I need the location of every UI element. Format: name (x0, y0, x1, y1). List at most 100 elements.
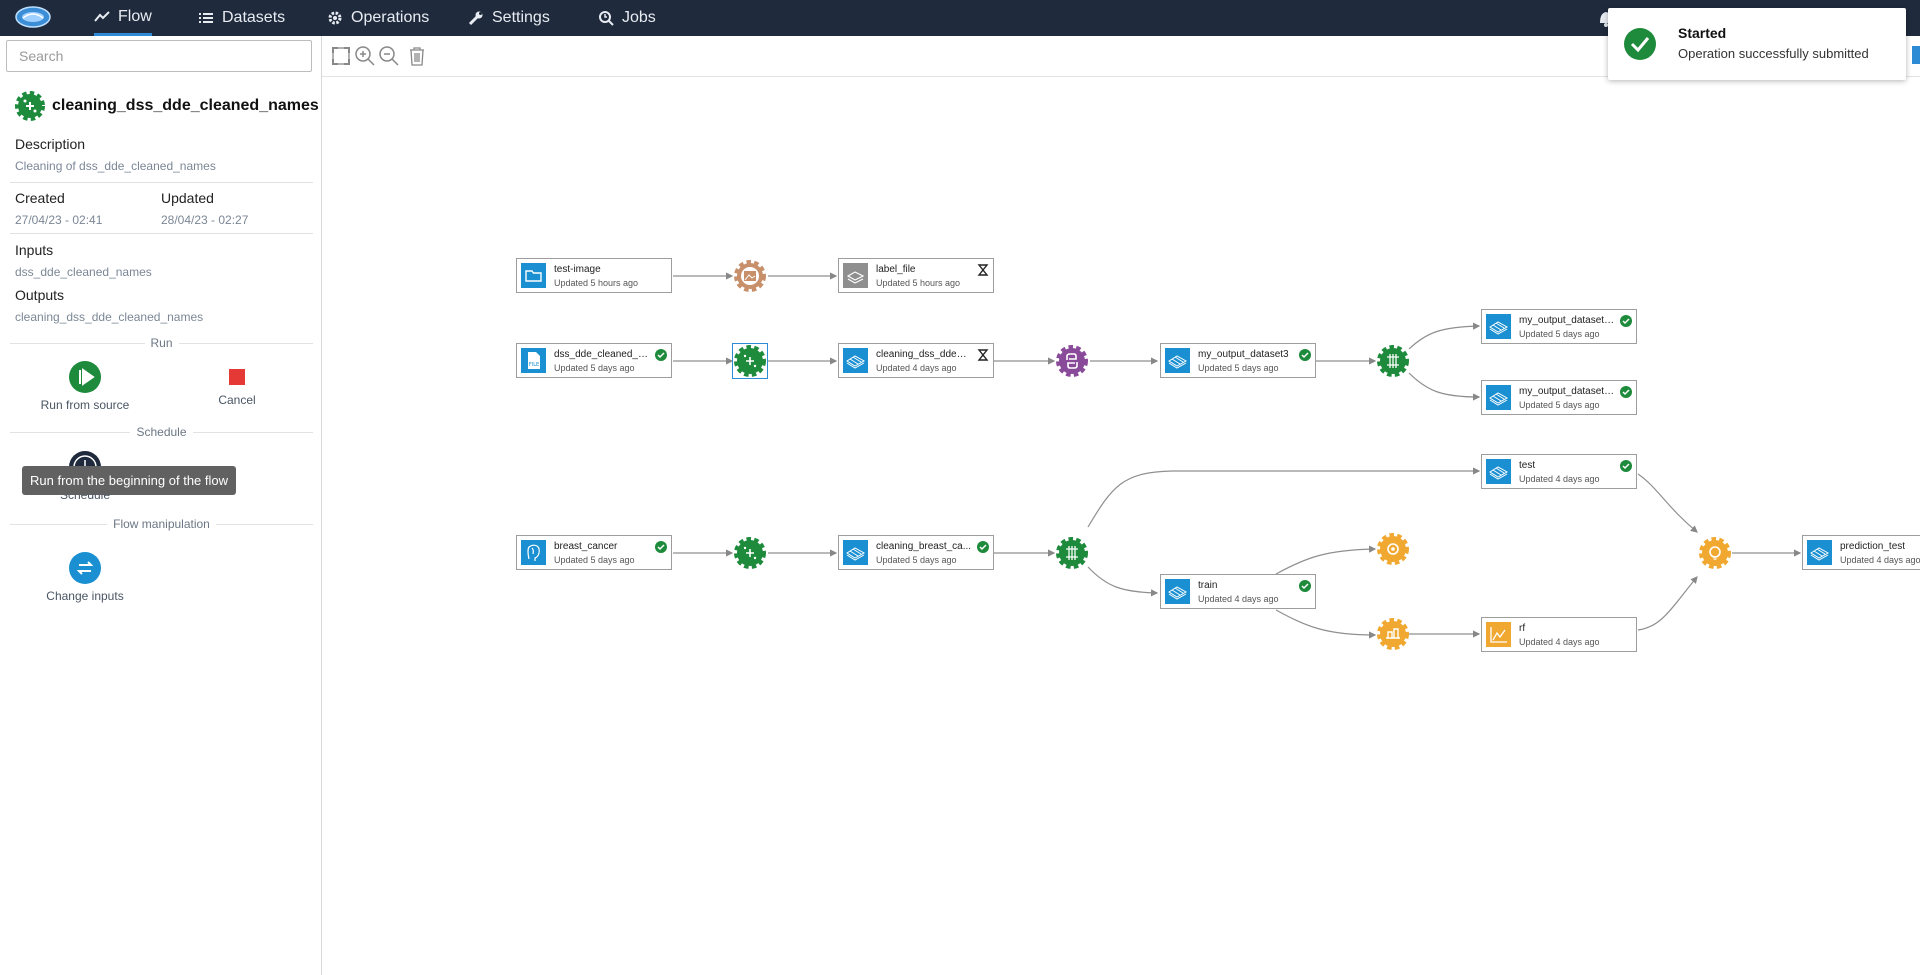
dataset-node-my-output-dataset3-a[interactable]: my_output_dataset3... Updated 5 days ago (1481, 309, 1637, 344)
file-icon: FILE (521, 348, 546, 373)
node-updated: Updated 4 days ago (1519, 637, 1600, 647)
split-operation-gear-icon[interactable] (1054, 535, 1090, 571)
dataset-node-my-output-dataset3[interactable]: my_output_dataset3 Updated 5 days ago (1160, 343, 1316, 378)
tab-flow[interactable]: Flow (94, 0, 152, 36)
tab-jobs-label: Jobs (622, 9, 656, 27)
tab-operations-label: Operations (351, 9, 429, 27)
side-panel-toggle[interactable] (1912, 46, 1920, 64)
cleaning-operation-gear-icon[interactable] (732, 535, 768, 571)
node-name: train (1198, 580, 1294, 591)
trash-icon[interactable] (406, 45, 428, 67)
edge (1409, 373, 1479, 397)
play-icon (68, 360, 102, 394)
change-inputs-label: Change inputs (46, 589, 123, 603)
dataset-icon (843, 540, 868, 565)
dataset-node-label-file[interactable]: label_file Updated 5 hours ago (838, 258, 994, 293)
description-label: Description (15, 136, 85, 152)
tab-jobs[interactable]: Jobs (598, 0, 656, 36)
run-from-source-button[interactable]: Run from source (25, 360, 145, 412)
check-circle-icon (1620, 315, 1632, 327)
dataset-node-test[interactable]: test Updated 4 days ago (1481, 454, 1637, 489)
divider (10, 233, 313, 234)
fit-view-icon[interactable] (330, 45, 352, 67)
dataset-icon (1165, 579, 1190, 604)
postgres-icon (521, 540, 546, 565)
search-input[interactable] (6, 40, 312, 72)
change-inputs-button[interactable]: Change inputs (25, 551, 145, 603)
check-circle-icon (1299, 580, 1311, 592)
created-label: Created (15, 190, 65, 206)
tab-operations[interactable]: Operations (327, 0, 429, 36)
toast-notification: Started Operation successfully submitted (1608, 8, 1906, 80)
node-name: test-image (554, 264, 650, 275)
node-name: cleaning_breast_ca... (876, 541, 972, 552)
app-logo-icon[interactable] (14, 5, 52, 29)
edge (1088, 567, 1157, 593)
schedule-section-header: Schedule (10, 425, 313, 439)
check-circle-icon (1620, 460, 1632, 472)
flow-canvas[interactable]: test-image Updated 5 hours ago label_fil… (322, 77, 1920, 975)
cancel-button[interactable]: Cancel (177, 369, 297, 407)
node-name: rf (1519, 623, 1615, 634)
folder-icon (521, 263, 546, 288)
check-circle-icon (1299, 349, 1311, 361)
node-name: label_file (876, 264, 972, 275)
dataset-gray-icon (843, 263, 868, 288)
node-name: test (1519, 460, 1615, 471)
dataset-node-breast-cancer[interactable]: breast_cancer Updated 5 days ago (516, 535, 672, 570)
jobs-icon (598, 10, 614, 26)
list-icon (198, 10, 214, 26)
node-updated: Updated 5 days ago (876, 555, 957, 565)
tab-flow-label: Flow (118, 8, 152, 26)
trend-icon (94, 9, 110, 25)
hourglass-icon (977, 264, 989, 276)
cleaning-operation-gear-icon[interactable] (732, 343, 768, 379)
node-updated: Updated 5 days ago (1519, 329, 1600, 339)
tab-datasets[interactable]: Datasets (198, 0, 285, 36)
train-model-gear-icon[interactable] (1375, 616, 1411, 652)
updated-value: 28/04/23 - 02:27 (161, 213, 248, 227)
inputs-label: Inputs (15, 242, 53, 258)
node-updated: Updated 5 days ago (554, 363, 635, 373)
swap-icon (68, 551, 102, 585)
node-name: my_output_dataset3... (1519, 315, 1615, 326)
split-operation-gear-icon[interactable] (1375, 343, 1411, 379)
operation-sidebar: cleaning_dss_dde_cleaned_names Descripti… (0, 36, 322, 975)
gear-icon (327, 10, 343, 26)
dataset-node-my-output-dataset3-b[interactable]: my_output_dataset3... Updated 5 days ago (1481, 380, 1637, 415)
dataset-node-train[interactable]: train Updated 4 days ago (1160, 574, 1316, 609)
node-name: my_output_dataset3 (1198, 349, 1294, 360)
model-node-rf[interactable]: rf Updated 4 days ago (1481, 617, 1637, 652)
check-circle-icon (977, 541, 989, 553)
dataset-node-prediction-test[interactable]: prediction_test Updated 4 days ago (1802, 535, 1920, 570)
tab-settings[interactable]: Settings (468, 0, 550, 36)
dataset-node-cleaning-breast-cancer[interactable]: cleaning_breast_ca... Updated 5 days ago (838, 535, 994, 570)
hourglass-icon (977, 349, 989, 361)
ml-operation-gear-icon[interactable] (1375, 531, 1411, 567)
cancel-label: Cancel (218, 393, 255, 407)
node-updated: Updated 5 days ago (1519, 400, 1600, 410)
description-value: Cleaning of dss_dde_cleaned_names (15, 159, 216, 173)
dataset-icon (1486, 385, 1511, 410)
dataset-node-cleaning-dss-dde[interactable]: cleaning_dss_dde_c... Updated 4 days ago (838, 343, 994, 378)
node-name: prediction_test (1840, 541, 1920, 552)
node-updated: Updated 5 hours ago (876, 278, 960, 288)
node-updated: Updated 5 days ago (554, 555, 635, 565)
node-updated: Updated 4 days ago (1519, 474, 1600, 484)
node-name: breast_cancer (554, 541, 650, 552)
dataset-icon (843, 348, 868, 373)
zoom-in-icon[interactable] (354, 45, 376, 67)
model-icon (1486, 622, 1511, 647)
python-operation-gear-icon[interactable] (1054, 343, 1090, 379)
image-operation-gear-icon[interactable] (732, 258, 768, 294)
check-circle-icon (1620, 386, 1632, 398)
tooltip: Run from the beginning of the flow (22, 466, 236, 495)
dataset-node-dss-dde-cleaned-names[interactable]: FILE dss_dde_cleaned_na... Updated 5 day… (516, 343, 672, 378)
run-from-source-label: Run from source (41, 398, 130, 412)
predict-operation-gear-icon[interactable] (1697, 535, 1733, 571)
run-section-header: Run (10, 336, 313, 350)
dataset-node-test-image[interactable]: test-image Updated 5 hours ago (516, 258, 672, 293)
divider (10, 182, 313, 183)
svg-text:FILE: FILE (529, 362, 539, 368)
zoom-out-icon[interactable] (378, 45, 400, 67)
